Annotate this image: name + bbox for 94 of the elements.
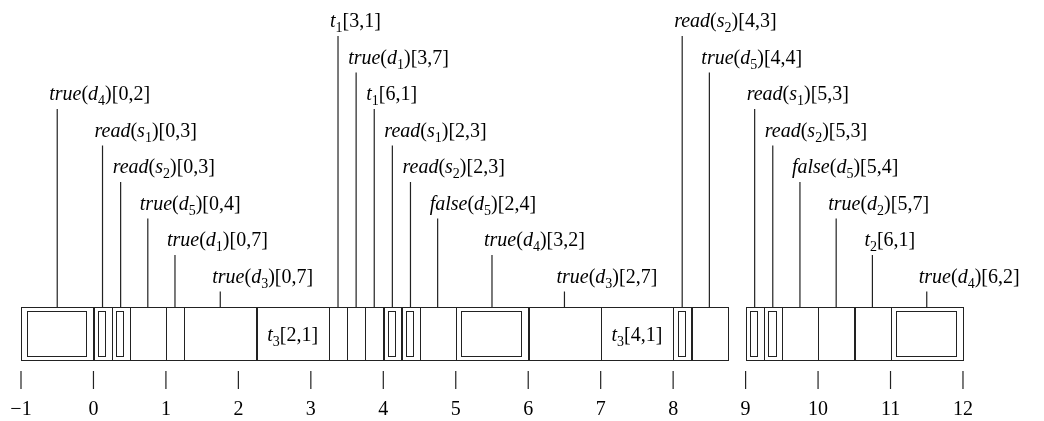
segment-box: [600, 307, 675, 361]
event-label: true(d$_{2}$)[5,7]: [828, 189, 930, 216]
event-label: t$_{2}$[6,1]: [864, 226, 916, 252]
segment-box: [763, 307, 784, 361]
segment-box: [745, 307, 765, 361]
segment-box: [347, 307, 367, 361]
leader-line: [409, 181, 412, 308]
leader-line: [437, 217, 439, 308]
leader-line: [120, 181, 122, 308]
event-label: true(d$_{4}$)[3,2]: [484, 226, 585, 252]
event-label: true(d$_{4}$)[6,2]: [918, 262, 1020, 289]
inner-segment-box: [406, 310, 415, 357]
segment-box: [818, 307, 856, 361]
event-label: read(s$_{1}$)[5,3]: [746, 80, 850, 106]
axis-label: 8: [668, 396, 679, 420]
axis-label: 6: [523, 396, 534, 420]
inner-segment-box: [768, 310, 777, 357]
event-label: true(d$_{5}$)[4,4]: [701, 43, 803, 70]
leader-line: [101, 144, 104, 308]
axis-label: 11: [880, 396, 901, 420]
leader-line: [147, 217, 149, 308]
segment-label: t$_{3}$[4,1]: [611, 322, 663, 346]
leader-line: [835, 217, 837, 308]
segment-box: [93, 307, 113, 361]
axis-label: 3: [305, 396, 316, 420]
leader-line: [355, 71, 357, 308]
event-label: true(d$_{3}$)[0,7]: [212, 262, 314, 289]
axis-label: 1: [160, 396, 171, 420]
leader-line: [681, 35, 683, 308]
axis-label: 5: [450, 396, 461, 420]
event-label: false(d$_{5}$)[2,4]: [429, 189, 537, 216]
segment-box: [673, 307, 693, 361]
segment-box: [365, 307, 385, 361]
leader-line: [337, 35, 339, 308]
segment-box: [256, 307, 331, 361]
leader-line: [373, 108, 375, 308]
event-label: read(s$_{2}$)[2,3]: [402, 153, 505, 179]
event-label: t$_{1}$[3,1]: [330, 7, 381, 33]
axis-label: 7: [595, 396, 606, 420]
axis-label: 10: [808, 396, 829, 420]
event-label: t$_{1}$[6,1]: [366, 80, 418, 106]
segment-box: [328, 307, 349, 361]
leader-line: [174, 254, 176, 308]
leader-line: [491, 254, 493, 308]
axis-label: −1: [10, 396, 32, 420]
leader-line: [391, 144, 393, 308]
segment-box: [854, 307, 892, 361]
inner-segment-box: [461, 310, 522, 357]
event-label: true(d$_{4}$)[0,2]: [49, 80, 151, 106]
inner-segment-box: [750, 310, 759, 357]
segment-box: [401, 307, 421, 361]
inner-segment-box: [26, 310, 88, 357]
axis-label: 12: [952, 396, 973, 420]
leader-line: [871, 254, 873, 308]
leader-line: [219, 290, 221, 308]
event-label: true(d$_{1}$)[3,7]: [348, 43, 449, 70]
event-label: read(s$_{2}$)[4,3]: [674, 7, 777, 33]
inner-segment-box: [116, 310, 125, 357]
axis-label: 0: [88, 396, 99, 420]
inner-segment-box: [98, 310, 107, 357]
leader-line: [563, 290, 566, 308]
leader-line: [56, 108, 58, 308]
segment-label: t$_{3}$[2,1]: [267, 322, 319, 346]
segment-box: [165, 307, 186, 361]
segment-box: [129, 307, 168, 361]
event-label: read(s$_{1}$)[0,3]: [94, 116, 197, 143]
segment-box: [455, 307, 530, 361]
segment-box: [691, 307, 729, 361]
leader-line: [772, 144, 774, 308]
leader-line: [754, 108, 756, 308]
segment-box: [528, 307, 602, 361]
axis-label: 2: [233, 396, 244, 420]
inner-segment-box: [896, 310, 957, 357]
event-label: true(d$_{3}$)[2,7]: [556, 262, 658, 289]
axis-label: 9: [740, 396, 751, 420]
event-label: true(d$_{1}$)[0,7]: [166, 226, 268, 252]
axis-label: 4: [378, 396, 389, 420]
segment-box: [21, 307, 95, 361]
event-label: read(s$_{2}$)[5,3]: [764, 116, 868, 143]
segment-box: [111, 307, 131, 361]
event-label: read(s$_{1}$)[2,3]: [384, 116, 487, 143]
segment-box: [184, 307, 258, 361]
inner-segment-box: [388, 310, 397, 357]
segment-box: [419, 307, 458, 361]
event-label: true(d$_{5}$)[0,4]: [139, 189, 241, 216]
leader-line: [708, 71, 710, 308]
segment-box: [383, 307, 403, 361]
leader-line: [926, 290, 928, 308]
segment-box: [781, 307, 820, 361]
event-label: read(s$_{2}$)[0,3]: [112, 153, 215, 179]
segment-box: [890, 307, 965, 361]
event-label: false(d$_{5}$)[5,4]: [791, 153, 899, 179]
inner-segment-box: [677, 310, 686, 357]
leader-line: [799, 181, 801, 308]
